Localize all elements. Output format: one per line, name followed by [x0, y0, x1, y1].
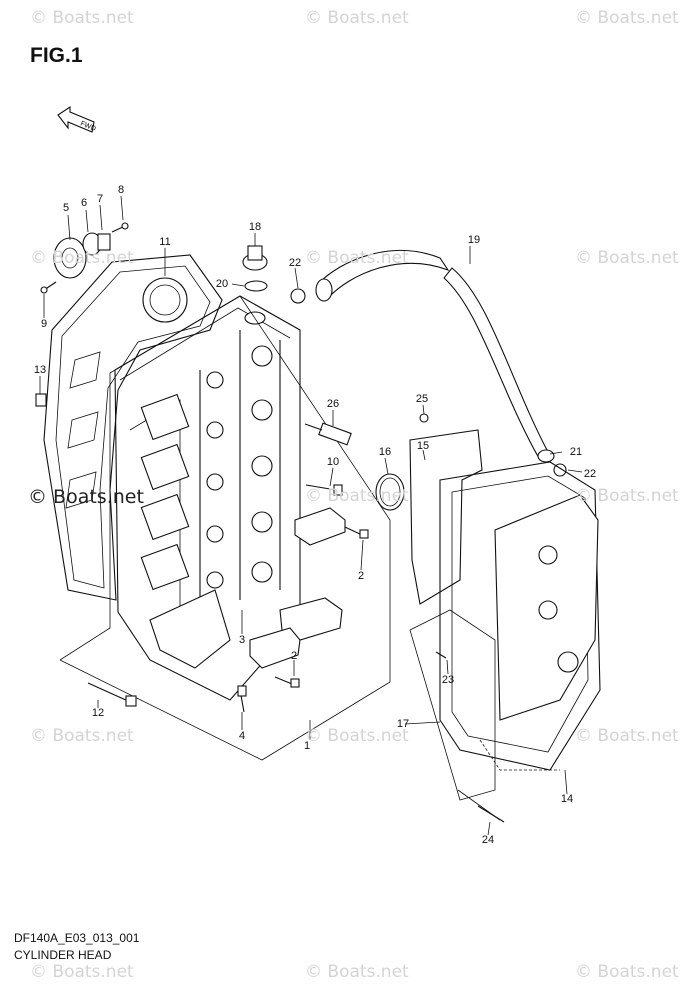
callout-20[interactable]: 20 — [215, 278, 229, 290]
watermark: © Boats.net — [575, 248, 679, 268]
camshaft-bearing-caps — [249, 507, 346, 669]
diagram-code: DF140A_E03_013_001 — [14, 931, 140, 945]
breather-hose — [290, 249, 567, 477]
watermark: © Boats.net — [30, 726, 134, 746]
watermark: © Boats.net — [575, 486, 679, 506]
part-1-outline — [59, 295, 391, 761]
callout-9[interactable]: 9 — [40, 318, 48, 330]
callout-4[interactable]: 4 — [238, 730, 246, 742]
watermark: © Boats.net — [305, 248, 409, 268]
callout-11[interactable]: 11 — [159, 236, 171, 248]
figure-title: FIG.1 — [30, 44, 83, 67]
watermark: © Boats.net — [30, 962, 134, 982]
leader-lines — [39, 195, 583, 836]
bolt-23 — [435, 651, 447, 659]
watermark: © Boats.net — [30, 248, 134, 268]
callout-22[interactable]: 22 — [583, 468, 597, 480]
callout-14[interactable]: 14 — [560, 793, 574, 805]
head-cover-assembly — [409, 429, 601, 771]
callout-21[interactable]: 21 — [569, 446, 583, 458]
watermark: © Boats.net — [575, 8, 679, 28]
bolts — [35, 393, 369, 713]
callout-2[interactable]: 2 — [290, 650, 298, 662]
callout-24[interactable]: 24 — [481, 834, 495, 846]
callout-22[interactable]: 22 — [288, 257, 302, 269]
callout-19[interactable]: 19 — [467, 234, 481, 246]
callout-10[interactable]: 10 — [326, 456, 340, 468]
watermark: © Boats.net — [305, 8, 409, 28]
watermark-dark: © Boats.net — [28, 486, 144, 508]
cylinder-head-gasket — [43, 254, 223, 601]
callout-7[interactable]: 7 — [96, 193, 104, 205]
thermostat-cover-assembly — [40, 222, 129, 294]
callout-6[interactable]: 6 — [80, 197, 88, 209]
watermark: © Boats.net — [575, 726, 679, 746]
callout-15[interactable]: 15 — [416, 440, 430, 452]
bolt-25 — [419, 413, 429, 423]
callout-18[interactable]: 18 — [248, 221, 262, 233]
callout-12[interactable]: 12 — [91, 707, 105, 719]
fwd-arrow-icon: FWD — [57, 105, 97, 133]
callout-23[interactable]: 23 — [441, 674, 455, 686]
callout-13[interactable]: 13 — [33, 364, 47, 376]
watermark: © Boats.net — [30, 8, 134, 28]
diagram-name: CYLINDER HEAD — [14, 948, 112, 962]
bolt-24 — [477, 805, 505, 823]
callout-5[interactable]: 5 — [62, 202, 70, 214]
callout-25[interactable]: 25 — [415, 393, 429, 405]
callout-1[interactable]: 1 — [303, 740, 311, 752]
callout-2[interactable]: 2 — [357, 570, 365, 582]
callout-17[interactable]: 17 — [396, 718, 410, 730]
callout-16[interactable]: 16 — [378, 446, 392, 458]
watermark: © Boats.net — [575, 962, 679, 982]
callout-26[interactable]: 26 — [326, 398, 340, 410]
sensors-and-seals — [242, 245, 405, 511]
callout-3[interactable]: 3 — [238, 634, 246, 646]
callout-8[interactable]: 8 — [117, 184, 125, 196]
cover-outline — [409, 609, 496, 801]
watermark: © Boats.net — [305, 726, 409, 746]
watermark: © Boats.net — [305, 962, 409, 982]
watermark: © Boats.net — [305, 486, 409, 506]
